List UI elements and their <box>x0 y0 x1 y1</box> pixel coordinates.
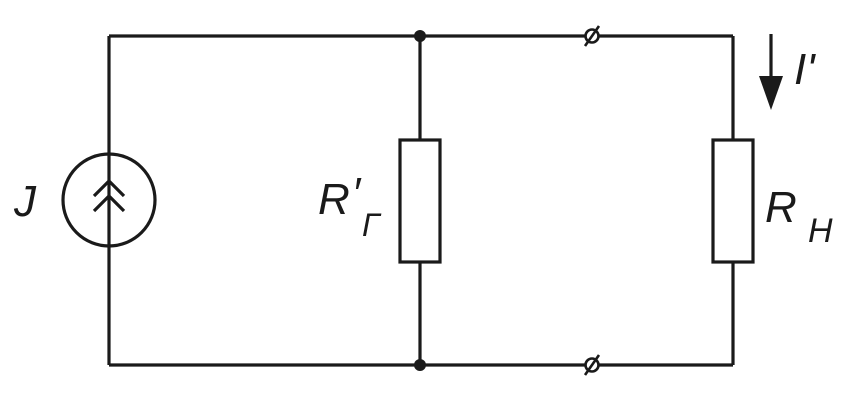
source-label: J <box>13 177 37 226</box>
current-label: I' <box>794 45 816 94</box>
terminal-bottom <box>583 354 601 376</box>
current-source-chevron-lower <box>92 193 126 213</box>
junction-node-top <box>414 30 426 42</box>
current-source-chevron-upper <box>92 178 126 198</box>
current-source <box>61 152 157 248</box>
generator-resistor <box>398 138 442 264</box>
load-resistor <box>711 138 755 264</box>
generator-resistor-label-prime: ′ <box>352 169 362 218</box>
load-resistor-label-main: R <box>765 183 797 232</box>
generator-resistor-label-sub: Г <box>362 207 382 243</box>
terminal-top <box>583 25 601 47</box>
generator-resistor-label-main: R <box>318 175 350 224</box>
load-resistor-label-sub: Н <box>808 212 833 250</box>
current-arrow <box>759 34 783 110</box>
junction-node-bottom <box>414 359 426 371</box>
